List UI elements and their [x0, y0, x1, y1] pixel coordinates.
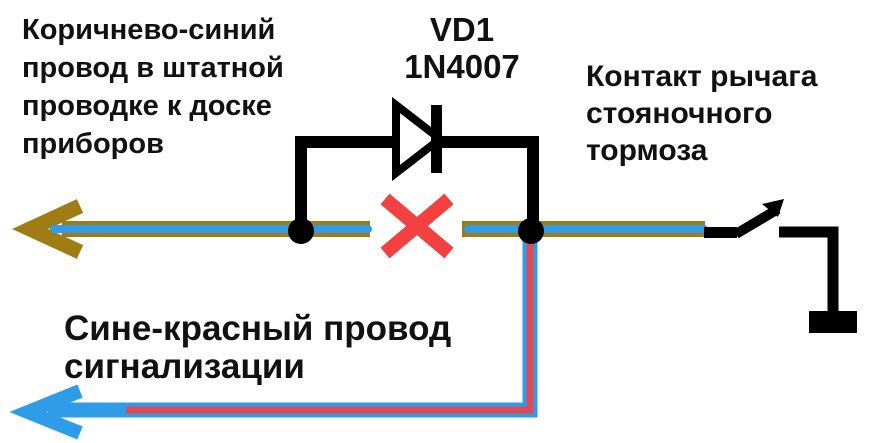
label-line: Коричнево-синий — [22, 14, 276, 46]
signal-wire-red-stripe — [126, 244, 534, 414]
diode-symbol-icon — [392, 96, 447, 182]
diode-ref: VD1 — [429, 11, 495, 48]
brown-blue-wire-left — [12, 199, 372, 259]
junction-dot-left — [288, 218, 314, 244]
label-line: проводке к доске — [22, 90, 272, 122]
ground-pad-icon — [809, 311, 857, 333]
brown-blue-wire-right — [462, 221, 708, 237]
signal-wire-arrow-left-icon — [9, 384, 83, 440]
signal-wire — [9, 238, 538, 440]
switch-stub — [704, 227, 737, 238]
brown-wire-arrow-left-icon — [12, 199, 84, 259]
switch-lever — [733, 204, 781, 239]
label-line: провод в штатной — [22, 52, 284, 84]
diode-cathode-bar — [431, 105, 442, 173]
switch-lever-tip — [762, 199, 784, 217]
diode-anode-triangle — [392, 96, 447, 182]
label-signal-wire: Сине-красный провод сигнализации — [64, 310, 451, 386]
diode-part-number: 1N4007 — [404, 48, 520, 85]
label-brown-blue-wire: Коричнево-синий провод в штатной проводк… — [22, 11, 284, 163]
label-line: приборов — [22, 128, 164, 160]
label-line: сигнализации — [64, 347, 305, 386]
label-brake-contact: Контакт рычага стояночного тормоза — [586, 58, 817, 169]
brake-switch-icon — [704, 199, 857, 333]
switch-fixed-contact — [779, 226, 839, 318]
junction-dot-right — [518, 218, 544, 244]
label-line: тормоза — [586, 134, 708, 167]
blue-stripe-left-segment — [50, 225, 372, 233]
blue-stripe-right-segment — [464, 225, 708, 233]
label-line: Контакт рычага — [586, 60, 818, 93]
label-line: Сине-красный провод — [64, 309, 452, 348]
label-line: стояночного — [586, 97, 773, 130]
label-diode: VD1 1N4007 — [362, 11, 562, 85]
wire-cut-x-icon — [380, 193, 454, 259]
